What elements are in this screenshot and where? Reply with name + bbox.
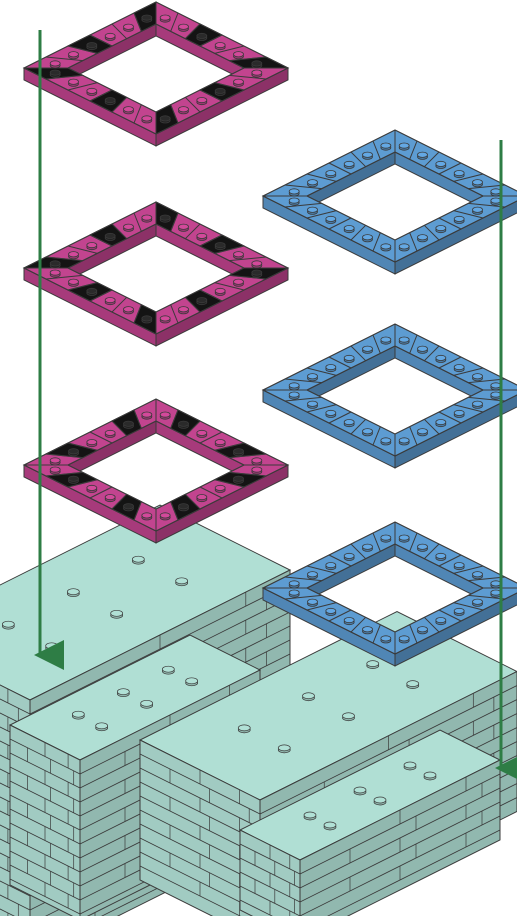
- blue-layer-1: [263, 130, 517, 274]
- pink-layer-1: [24, 2, 288, 146]
- pink-layer-3: [24, 399, 288, 543]
- pink-layer-2: [24, 202, 288, 346]
- blue-layer-2: [263, 324, 517, 468]
- blue-layer-3: [263, 522, 517, 666]
